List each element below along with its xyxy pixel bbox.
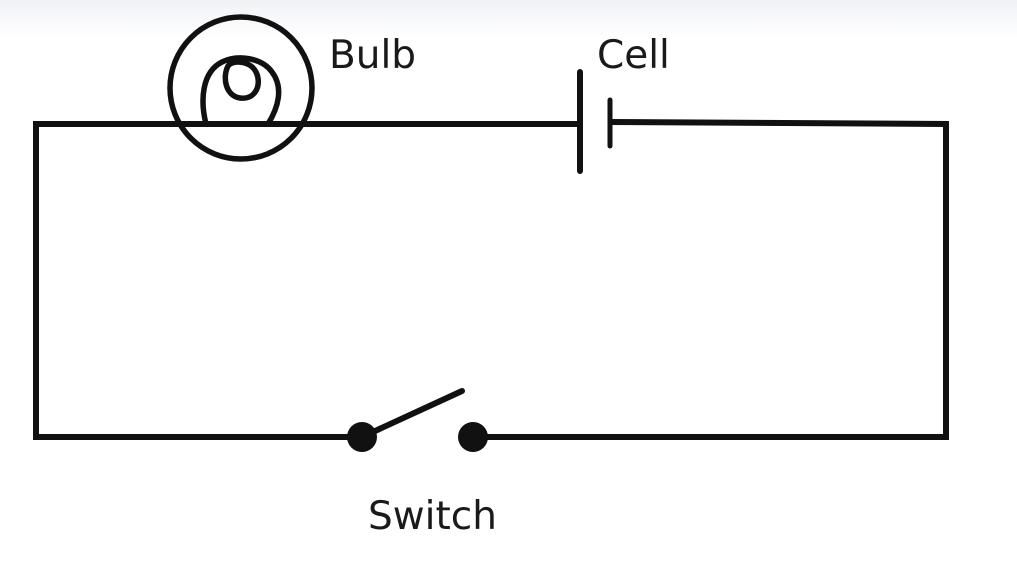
bulb-outer-circle bbox=[167, 14, 315, 162]
bulb-label: Bulb bbox=[329, 33, 417, 78]
switch-right-terminal bbox=[458, 422, 488, 452]
bulb-icon bbox=[167, 14, 315, 162]
switch-label: Switch bbox=[368, 494, 497, 539]
wire-top-right bbox=[470, 118, 949, 440]
bulb-filament bbox=[200, 55, 282, 126]
switch-icon bbox=[347, 388, 488, 452]
cell-icon bbox=[577, 69, 613, 174]
switch-lever bbox=[359, 388, 465, 440]
cell-label: Cell bbox=[597, 33, 670, 78]
wires bbox=[33, 118, 949, 440]
wire-left bbox=[33, 121, 365, 440]
